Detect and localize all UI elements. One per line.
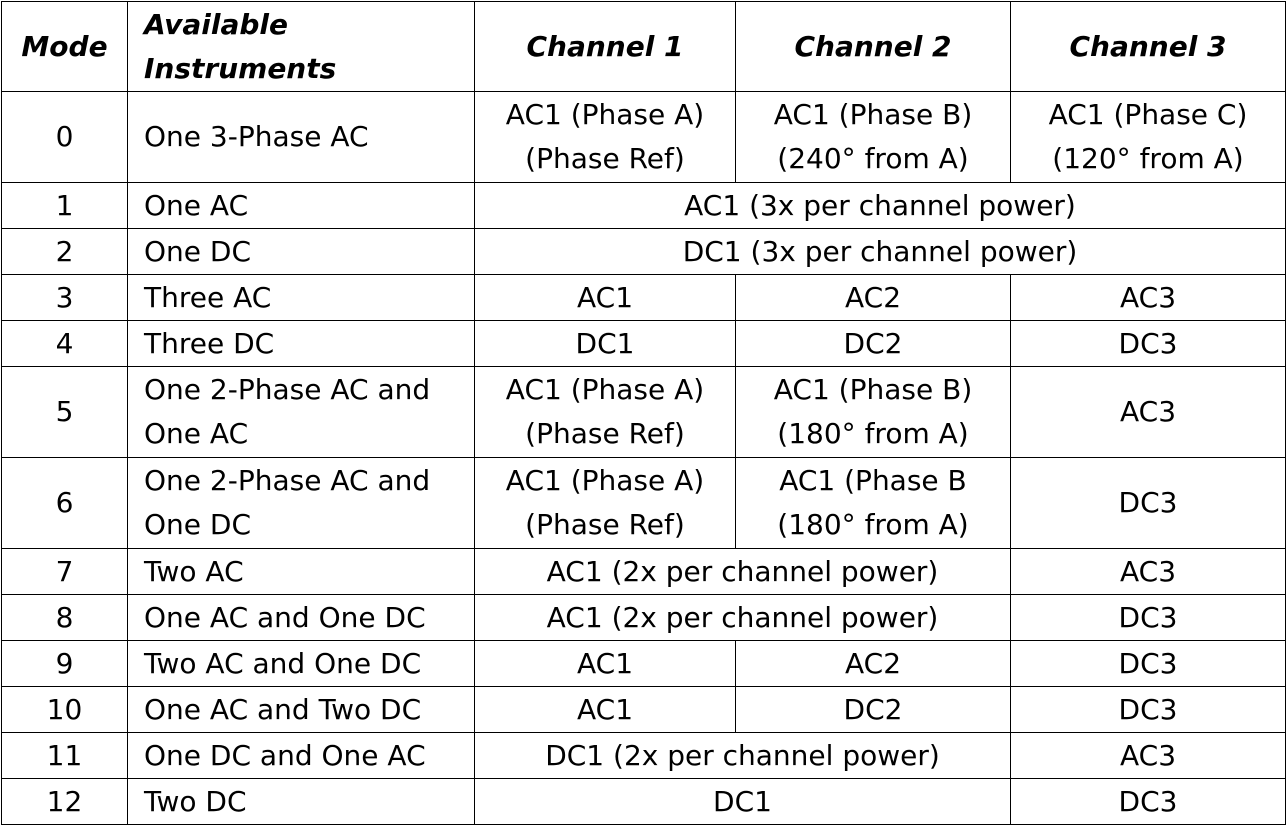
cell-line: One 2-Phase AC and	[144, 464, 431, 497]
channel-1-cell: AC1 (Phase A) (Phase Ref)	[474, 366, 736, 458]
table-row: 1 One AC AC1 (3x per channel power)	[1, 182, 1286, 229]
cell-line: (120° from A)	[1052, 142, 1244, 175]
channel-1-cell: AC1	[474, 274, 736, 321]
table-row: 12 Two DC DC1 DC3	[1, 778, 1286, 825]
cell-line: AC1 (Phase B)	[773, 98, 973, 131]
mode-cell: 11	[1, 732, 128, 779]
channel-3-cell: AC1 (Phase C) (120° from A)	[1010, 91, 1286, 183]
cell-line: (Phase Ref)	[525, 417, 685, 450]
table-row: 10 One AC and Two DC AC1 DC2 DC3	[1, 686, 1286, 733]
channel-3-cell: AC3	[1010, 366, 1286, 458]
mode-cell: 9	[1, 640, 128, 687]
cell-line: AC1 (Phase C)	[1048, 98, 1248, 131]
header-mode: Mode	[1, 1, 128, 92]
channel-3-cell: DC3	[1010, 457, 1286, 549]
cell-line: (Phase Ref)	[525, 508, 685, 541]
mode-cell: 0	[1, 91, 128, 183]
header-instruments: Available Instruments	[127, 1, 475, 92]
channel-3-cell: AC3	[1010, 274, 1286, 321]
table-row: 3 Three AC AC1 AC2 AC3	[1, 274, 1286, 321]
instruments-cell: Two DC	[127, 778, 475, 825]
channel-3-cell: DC3	[1010, 778, 1286, 825]
channels-1-3-cell: AC1 (3x per channel power)	[474, 182, 1286, 229]
mode-cell: 8	[1, 594, 128, 641]
mode-cell: 3	[1, 274, 128, 321]
channel-2-cell: AC1 (Phase B) (180° from A)	[735, 366, 1011, 458]
mode-cell: 5	[1, 366, 128, 458]
instruments-cell: One AC and Two DC	[127, 686, 475, 733]
channels-1-2-cell: DC1 (2x per channel power)	[474, 732, 1011, 779]
cell-line: AC1 (Phase A)	[505, 464, 705, 497]
cell-line: AC1 (Phase A)	[505, 373, 705, 406]
table-row: 11 One DC and One AC DC1 (2x per channel…	[1, 732, 1286, 779]
instruments-cell: One 2-Phase AC and One DC	[127, 457, 475, 549]
cell-line: AC1 (Phase B)	[773, 373, 973, 406]
channels-1-2-cell: AC1 (2x per channel power)	[474, 548, 1011, 595]
instruments-cell: One AC	[127, 182, 475, 229]
table-row: 4 Three DC DC1 DC2 DC3	[1, 320, 1286, 367]
header-channel-1: Channel 1	[474, 1, 736, 92]
cell-line: One AC	[144, 417, 249, 450]
cell-line: (180° from A)	[777, 417, 969, 450]
instruments-cell: One DC and One AC	[127, 732, 475, 779]
mode-cell: 6	[1, 457, 128, 549]
channel-1-cell: AC1	[474, 686, 736, 733]
cell-line: (180° from A)	[777, 508, 969, 541]
instruments-cell: One AC and One DC	[127, 594, 475, 641]
channel-2-cell: AC1 (Phase B) (240° from A)	[735, 91, 1011, 183]
cell-line: One DC	[144, 508, 252, 541]
channel-1-cell: AC1	[474, 640, 736, 687]
table-row: 5 One 2-Phase AC and One AC AC1 (Phase A…	[1, 366, 1286, 458]
cell-line: AC1 (Phase A)	[505, 98, 705, 131]
table-row: 7 Two AC AC1 (2x per channel power) AC3	[1, 548, 1286, 595]
channels-1-2-cell: DC1	[474, 778, 1011, 825]
instruments-cell: One DC	[127, 228, 475, 275]
channel-3-cell: DC3	[1010, 320, 1286, 367]
channel-3-cell: DC3	[1010, 686, 1286, 733]
header-instruments-line: Available	[144, 7, 289, 41]
channels-1-3-cell: DC1 (3x per channel power)	[474, 228, 1286, 275]
cell-line: One 2-Phase AC and	[144, 373, 431, 406]
header-row: Mode Available Instruments Channel 1 Cha…	[1, 1, 1286, 92]
channel-1-cell: DC1	[474, 320, 736, 367]
channel-2-cell: AC1 (Phase B (180° from A)	[735, 457, 1011, 549]
channel-1-cell: AC1 (Phase A) (Phase Ref)	[474, 457, 736, 549]
mode-cell: 7	[1, 548, 128, 595]
table-row: 0 One 3-Phase AC AC1 (Phase A) (Phase Re…	[1, 91, 1286, 183]
channel-2-cell: AC2	[735, 640, 1011, 687]
channel-2-cell: AC2	[735, 274, 1011, 321]
header-channel-2: Channel 2	[735, 1, 1011, 92]
channel-3-cell: DC3	[1010, 594, 1286, 641]
instruments-cell: Two AC and One DC	[127, 640, 475, 687]
mode-cell: 1	[1, 182, 128, 229]
instruments-cell: Two AC	[127, 548, 475, 595]
header-instruments-line: Instruments	[144, 51, 337, 85]
channel-3-cell: AC3	[1010, 732, 1286, 779]
channel-1-cell: AC1 (Phase A) (Phase Ref)	[474, 91, 736, 183]
instruments-cell: One 3-Phase AC	[127, 91, 475, 183]
table-row: 8 One AC and One DC AC1 (2x per channel …	[1, 594, 1286, 641]
instruments-cell: One 2-Phase AC and One AC	[127, 366, 475, 458]
cell-line: (240° from A)	[777, 142, 969, 175]
cell-line: (Phase Ref)	[525, 142, 685, 175]
channel-3-cell: AC3	[1010, 548, 1286, 595]
instruments-cell: Three DC	[127, 320, 475, 367]
table-row: 2 One DC DC1 (3x per channel power)	[1, 228, 1286, 275]
channel-3-cell: DC3	[1010, 640, 1286, 687]
mode-cell: 4	[1, 320, 128, 367]
mode-cell: 2	[1, 228, 128, 275]
mode-cell: 10	[1, 686, 128, 733]
instruments-cell: Three AC	[127, 274, 475, 321]
channels-1-2-cell: AC1 (2x per channel power)	[474, 594, 1011, 641]
table-row: 6 One 2-Phase AC and One DC AC1 (Phase A…	[1, 457, 1286, 549]
channel-2-cell: DC2	[735, 320, 1011, 367]
cell-line: AC1 (Phase B	[779, 464, 967, 497]
header-channel-3: Channel 3	[1010, 1, 1286, 92]
mode-cell: 12	[1, 778, 128, 825]
table-row: 9 Two AC and One DC AC1 AC2 DC3	[1, 640, 1286, 687]
channel-2-cell: DC2	[735, 686, 1011, 733]
